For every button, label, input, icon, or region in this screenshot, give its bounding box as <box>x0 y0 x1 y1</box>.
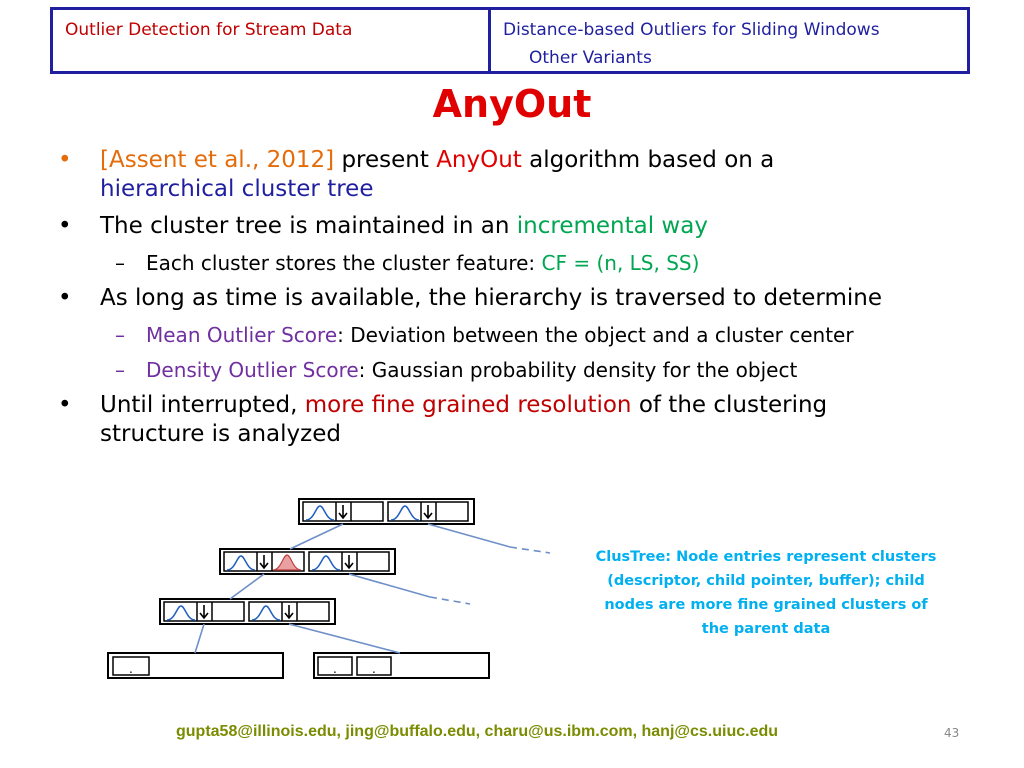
caption-line: (descriptor, child pointer, buffer); chi… <box>607 573 925 589</box>
bullet-list: • [Assent et al., 2012] present AnyOut a… <box>58 146 988 457</box>
bullet-1-text-b: algorithm based on a <box>521 147 775 173</box>
sub-bullet-cluster-feature: – Each cluster stores the cluster featur… <box>58 249 988 278</box>
author-emails: gupta58@illinois.edu, jing@buffalo.edu, … <box>176 723 779 740</box>
page-number: 43 <box>944 726 960 740</box>
tree-edges <box>194 523 551 654</box>
incremental-term: incremental way <box>516 213 708 239</box>
mean-outlier-score-desc: : Deviation between the object and a clu… <box>337 323 854 347</box>
mean-outlier-score-term: Mean Outlier Score <box>146 323 338 347</box>
dash-marker: – <box>115 358 125 382</box>
bullet-4-text-c: structure is analyzed <box>100 421 341 447</box>
leaf-entry <box>317 656 353 676</box>
leaf-node-right <box>313 652 490 679</box>
dash-marker: – <box>115 323 125 347</box>
tree-node-level-1 <box>298 498 475 525</box>
citation: [Assent et al., 2012] <box>100 147 335 173</box>
bullet-1: • [Assent et al., 2012] present AnyOut a… <box>58 146 988 204</box>
bullet-4-text-b: of the clustering <box>631 392 828 418</box>
dash-marker: – <box>115 251 125 275</box>
cf-formula: CF = (n, LS, SS) <box>541 251 700 275</box>
highlighted-gaussian-icon <box>272 554 302 571</box>
leaf-point: . <box>129 662 133 676</box>
sub-bullet-density-score: – Density Outlier Score: Gaussian probab… <box>58 356 988 385</box>
header-right-sub-label: Other Variants <box>529 48 652 68</box>
leaf-point: . <box>372 662 376 676</box>
slide-title: AnyOut <box>432 82 592 126</box>
header-section-current: Outlier Detection for Stream Data <box>53 10 491 71</box>
bullet-1-text-a: present <box>334 147 437 173</box>
bullet-3-text: As long as time is available, the hierar… <box>100 285 882 311</box>
clustree-diagram: . . . <box>107 498 551 679</box>
diagram-caption: ClusTree: Node entries represent cluster… <box>590 545 942 641</box>
bullet-marker: • <box>58 147 72 173</box>
bullet-4-text-a: Until interrupted, <box>100 392 305 418</box>
tree-node-level-2 <box>219 548 396 575</box>
sub-bullet-text: Each cluster stores the cluster feature: <box>146 251 542 275</box>
header-bar: Outlier Detection for Stream Data Distan… <box>50 7 970 74</box>
caption-line: nodes are more fine grained clusters of <box>604 597 928 613</box>
leaf-entry <box>112 656 150 676</box>
header-left-label: Outlier Detection for Stream Data <box>65 20 353 40</box>
density-outlier-score-desc: : Gaussian probability density for the o… <box>358 358 798 382</box>
density-outlier-score-term: Density Outlier Score <box>146 358 359 382</box>
bullet-marker: • <box>58 213 72 239</box>
algorithm-name: AnyOut <box>436 147 522 173</box>
tree-node-level-3 <box>159 598 336 625</box>
bullet-marker: • <box>58 392 72 418</box>
bullet-3: • As long as time is available, the hier… <box>58 284 988 313</box>
bullet-2: • The cluster tree is maintained in an i… <box>58 212 988 241</box>
bullet-marker: • <box>58 285 72 311</box>
cluster-tree-term: hierarchical cluster tree <box>100 176 374 202</box>
gaussian-icon <box>166 505 420 621</box>
child-pointer-icon <box>199 505 433 620</box>
fine-grained-term: more fine grained resolution <box>304 392 632 418</box>
bullet-2-text: The cluster tree is maintained in an <box>100 213 517 239</box>
header-right-label: Distance-based Outliers for Sliding Wind… <box>503 20 880 40</box>
caption-line: the parent data <box>701 621 831 637</box>
bullet-4: • Until interrupted, more fine grained r… <box>58 391 988 449</box>
leaf-point: . <box>333 662 337 676</box>
header-section-topics: Distance-based Outliers for Sliding Wind… <box>491 10 967 71</box>
caption-line: ClusTree: Node entries represent cluster… <box>595 549 937 565</box>
leaf-entry <box>356 656 392 676</box>
sub-bullet-mean-score: – Mean Outlier Score: Deviation between … <box>58 321 988 350</box>
